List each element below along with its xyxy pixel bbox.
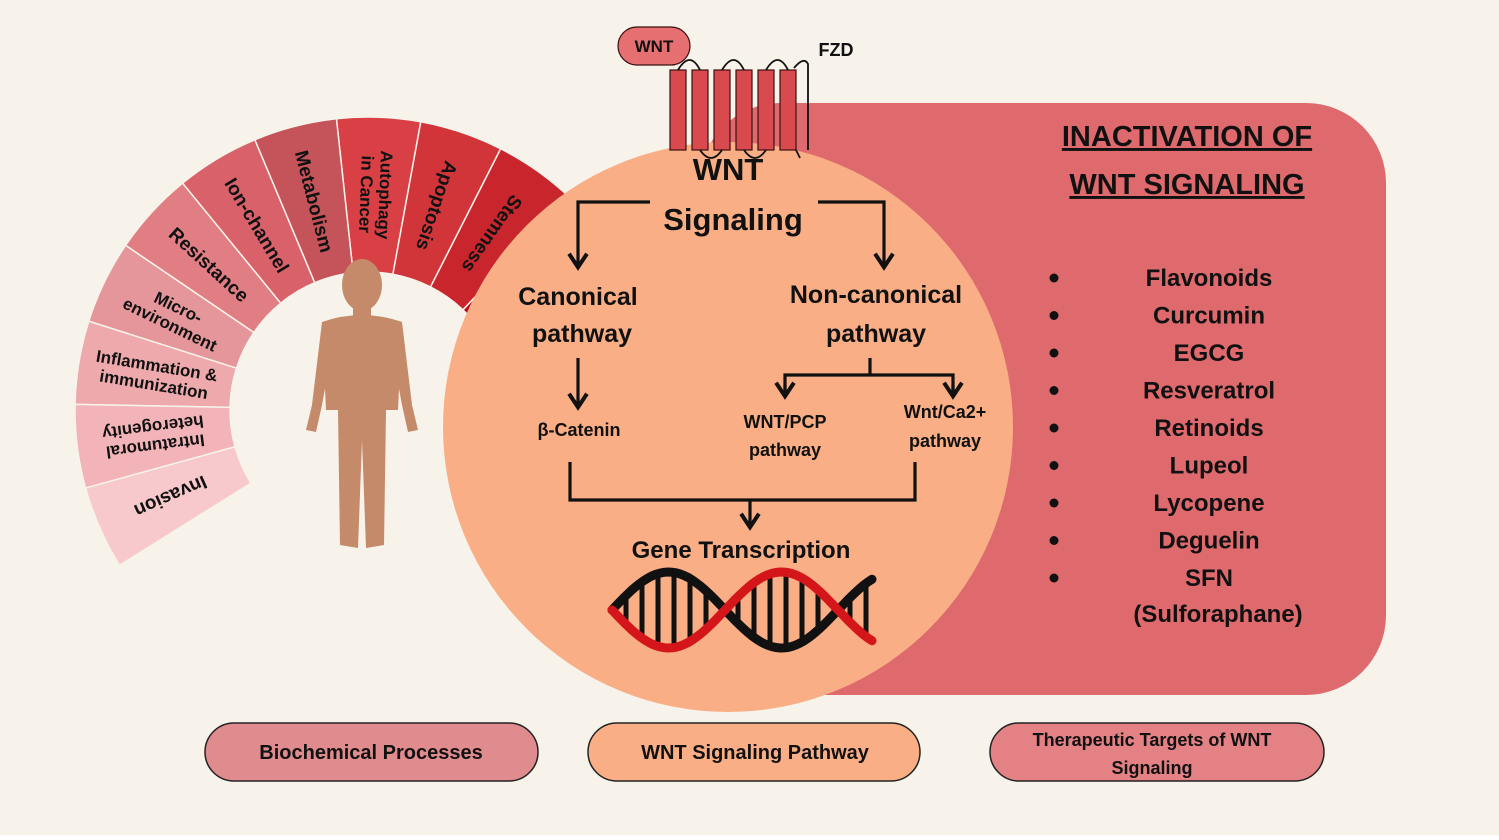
bullet (1049, 536, 1059, 545)
pcp-line1: WNT/PCP (744, 412, 827, 432)
footer-biochemical: Biochemical Processes (204, 722, 539, 782)
human-silhouette-icon (306, 259, 418, 548)
canonical-line2: pathway (532, 320, 632, 348)
ring-label-line: Autophagy (374, 150, 396, 240)
dna-strand-black (607, 567, 877, 653)
inactivation-title-line1: INACTIVATION OF (1062, 121, 1312, 153)
gene-transcription-label: Gene Transcription (632, 537, 851, 564)
noncanonical-line2: pathway (826, 320, 926, 348)
bullet (1049, 273, 1059, 283)
ca-line1: Wnt/Ca2+ (904, 402, 987, 422)
footer-biochemical-label: Biochemical Processes (259, 742, 482, 764)
beta-catenin-label: β-Catenin (538, 420, 621, 440)
dna-strand-red (607, 567, 877, 653)
compound-item: Lycopene (1153, 490, 1264, 517)
bullet (1049, 423, 1059, 433)
compound-item: SFN (1185, 565, 1233, 592)
compound-item: Flavonoids (1146, 265, 1273, 292)
compound-item: Curcumin (1153, 303, 1265, 330)
footer-therapeutic: Therapeutic Targets of WNT Signaling (989, 722, 1325, 782)
noncanonical-line1: Non-canonical (790, 281, 962, 309)
ca-line2: pathway (909, 431, 981, 451)
compound-item: EGCG (1174, 340, 1245, 367)
bullet (1049, 573, 1059, 583)
bullet (1049, 461, 1059, 470)
branch-arrows (567, 200, 964, 531)
compound-item: Resveratrol (1143, 378, 1275, 405)
compound-item: Deguelin (1158, 528, 1259, 555)
pathway-title-line2: Signaling (663, 202, 803, 237)
footer-therapeutic-line2: Signaling (1112, 758, 1193, 778)
dna-helix-icon (607, 567, 877, 653)
bullet (1049, 498, 1059, 508)
fzd-label: FZD (819, 40, 854, 60)
ring-segment-invasion (84, 445, 253, 567)
bullet (1049, 311, 1059, 320)
ring-label-line: in Cancer (355, 155, 377, 233)
compound-extra-line: (Sulforaphane) (1133, 601, 1302, 628)
wnt-ligand-label: WNT (635, 37, 674, 56)
bullet (1049, 348, 1059, 358)
wnt-ligand: WNT (617, 26, 691, 66)
bullet (1049, 386, 1059, 395)
footer-pathway-label: WNT Signaling Pathway (641, 742, 870, 764)
footer-therapeutic-line1: Therapeutic Targets of WNT (1033, 730, 1272, 750)
compound-item: Lupeol (1170, 453, 1249, 480)
wnt-pathway-circle (443, 142, 1013, 712)
fzd-receptor-icon (669, 59, 809, 159)
inactivation-title-line2: WNT SIGNALING (1069, 169, 1304, 201)
footer-pathway: WNT Signaling Pathway (587, 722, 921, 782)
compound-item: Retinoids (1154, 415, 1263, 442)
pcp-line2: pathway (749, 440, 821, 460)
pathway-title-line1: WNT (693, 152, 764, 187)
canonical-line1: Canonical (518, 283, 637, 311)
